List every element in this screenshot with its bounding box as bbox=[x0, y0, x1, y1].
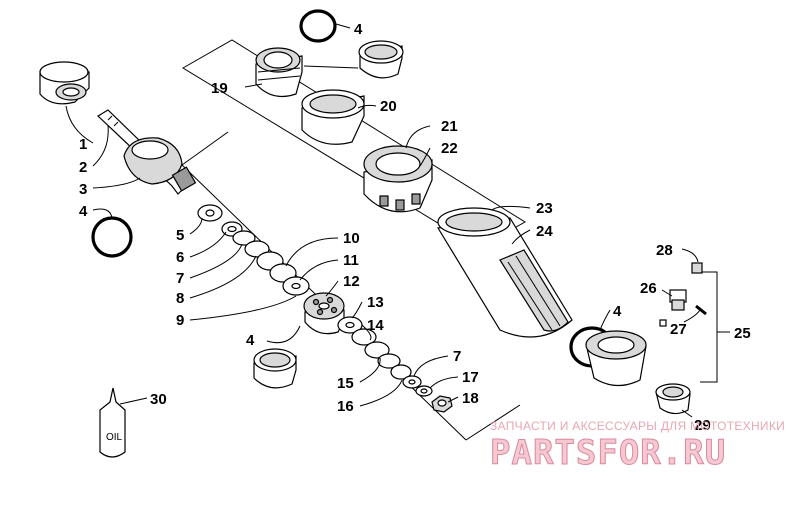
label-16: 16 bbox=[337, 398, 354, 415]
label-18: 18 bbox=[462, 390, 479, 407]
callout-labels: 1 2 3 4 5 6 7 8 9 10 11 12 13 14 15 16 7… bbox=[79, 21, 751, 434]
label-17: 17 bbox=[462, 369, 479, 386]
label-3: 3 bbox=[79, 181, 87, 198]
label-4-lower: 4 bbox=[246, 332, 255, 349]
label-5: 5 bbox=[176, 227, 184, 244]
label-20: 20 bbox=[380, 98, 397, 115]
label-24: 24 bbox=[536, 223, 553, 240]
label-4-left: 4 bbox=[79, 203, 88, 220]
label-8: 8 bbox=[176, 290, 184, 307]
part-4-bushing-lower bbox=[253, 348, 297, 389]
label-7-upper: 7 bbox=[176, 270, 184, 287]
part-21-22-collar bbox=[363, 145, 433, 213]
label-7-lower: 7 bbox=[453, 348, 461, 365]
part-20-bushing bbox=[301, 89, 365, 145]
label-4-right: 4 bbox=[613, 303, 622, 320]
label-15: 15 bbox=[337, 375, 354, 392]
part-28-valve-cap bbox=[691, 262, 703, 274]
label-11: 11 bbox=[343, 252, 359, 269]
part-5-washer bbox=[197, 204, 223, 222]
shim-stack-lower bbox=[337, 316, 433, 397]
label-9: 9 bbox=[176, 312, 184, 329]
part-27-pin bbox=[659, 304, 707, 327]
label-29: 29 bbox=[694, 417, 711, 434]
shim-stack-upper bbox=[221, 221, 310, 296]
label-10: 10 bbox=[343, 230, 360, 247]
label-13: 13 bbox=[367, 294, 384, 311]
part-30-oil-bottle: OIL bbox=[99, 387, 126, 458]
label-26: 26 bbox=[640, 280, 657, 297]
part-12-piston bbox=[303, 292, 345, 335]
label-30: 30 bbox=[150, 391, 167, 408]
label-6: 6 bbox=[176, 249, 184, 266]
leader-lines bbox=[65, 23, 701, 418]
part-4-oring-top bbox=[299, 9, 337, 43]
label-4-top: 4 bbox=[354, 21, 363, 38]
label-23: 23 bbox=[536, 200, 553, 217]
label-28: 28 bbox=[656, 242, 673, 259]
label-19: 19 bbox=[211, 80, 228, 97]
label-25: 25 bbox=[734, 325, 751, 342]
label-22: 22 bbox=[441, 140, 458, 157]
label-14: 14 bbox=[367, 317, 384, 334]
part-18-nut bbox=[431, 395, 453, 413]
part-4-bushing-top bbox=[358, 40, 404, 79]
watermark: ЗАПЧАСТИ И АКСЕССУАРЫ ДЛЯ МОТОТЕХНИКИ PA… bbox=[490, 419, 785, 474]
oil-bottle-label: OIL bbox=[106, 432, 123, 443]
part-29-bushing bbox=[655, 383, 691, 415]
part-4-oring-left bbox=[91, 216, 133, 258]
label-2: 2 bbox=[79, 159, 87, 176]
label-1: 1 bbox=[79, 136, 87, 153]
watermark-tagline: ЗАПЧАСТИ И АКСЕССУАРЫ ДЛЯ МОТОТЕХНИКИ bbox=[490, 419, 785, 433]
label-27: 27 bbox=[670, 321, 687, 338]
part-23-24-shock-body bbox=[437, 207, 573, 338]
part-1-bushing bbox=[39, 61, 90, 105]
bracket-25 bbox=[700, 271, 718, 383]
label-21: 21 bbox=[441, 118, 458, 135]
label-12: 12 bbox=[343, 273, 360, 290]
part-26-fitting bbox=[669, 289, 687, 311]
part-19-seal-head bbox=[255, 47, 303, 97]
watermark-logo: PARTSFOR.RU bbox=[490, 433, 726, 473]
part-25-lower-eye bbox=[585, 330, 647, 387]
part-2-3-shaft-eye bbox=[97, 109, 197, 195]
